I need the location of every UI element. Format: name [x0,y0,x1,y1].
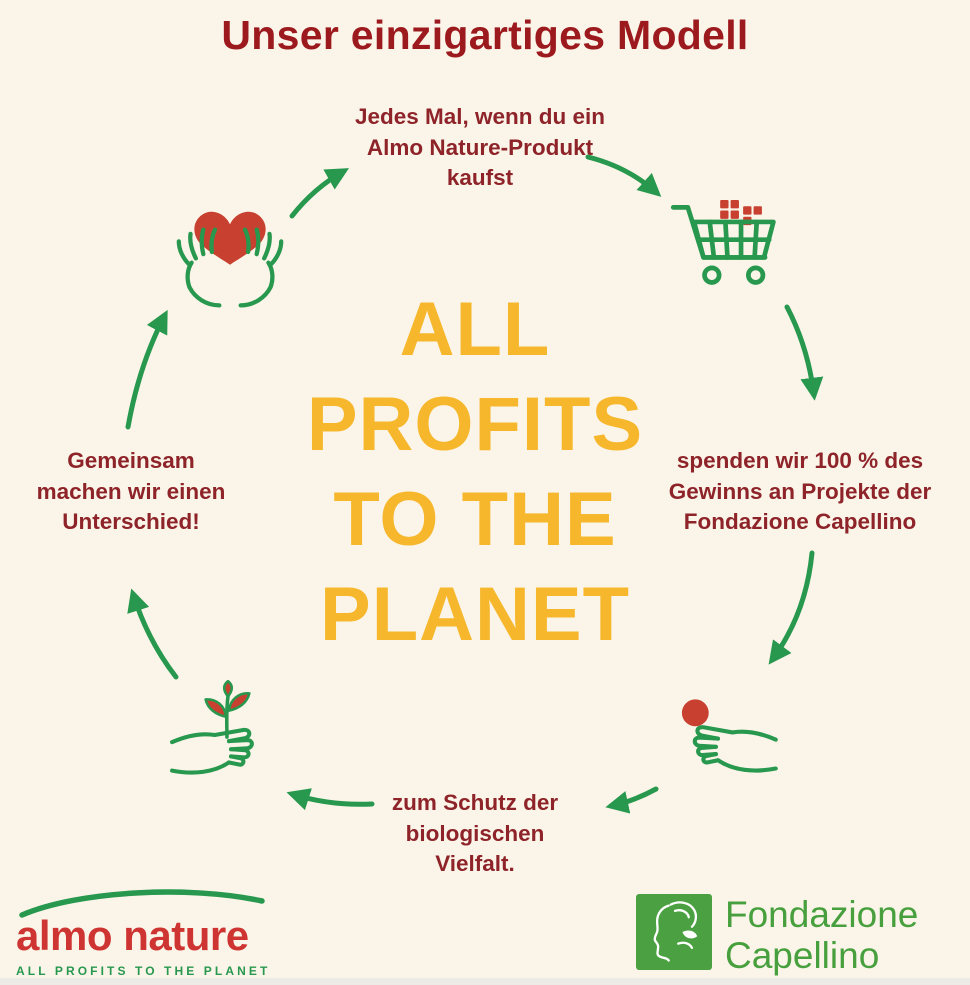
hand-with-sprout-icon [170,680,254,775]
sprout [204,680,251,739]
cart-body [670,205,776,285]
almo-tagline-text: ALL PROFITS TO THE PLANET [16,964,271,978]
fondazione-line2: Capellino [725,935,880,976]
fondazione-text: Fondazione Capellino [725,894,918,976]
coin [681,699,709,727]
step-text-buy-product: Jedes Mal, wenn du ein Almo Nature-Produ… [354,104,606,191]
shopping-cart-icon [670,200,776,285]
almo-brand-text: almo nature [16,912,249,959]
step-text-donate-profits: spenden wir 100 % des Gewinns an Projekt… [668,448,932,535]
slogan-line-4: PLANET [320,572,630,657]
arrow-cart-to-right-text [784,304,824,401]
step-text-make-difference: Gemeinsam machen wir einen Unterschied! [36,448,226,535]
hand-with-coin-icon [681,699,778,773]
fondazione-leaf-profile-icon [636,894,712,970]
arrow-left-text-to-hands [125,309,168,430]
almo-nature-logo: almo nature ALL PROFITS TO THE PLANET [16,888,276,978]
page-title: Unser einzigartiges Modell [221,12,749,58]
slogan-line-3: TO THE [333,477,617,562]
open-hand [692,725,778,773]
slogan-line-2: PROFITS [306,382,644,467]
heart-shape [194,211,266,265]
hands-holding-heart-icon [176,211,284,308]
step-text-protect-biodiversity: zum Schutz der biologischen Vielfalt. [391,790,559,877]
arrow-right-text-to-coin [768,550,815,665]
almo-swoosh-icon [19,889,265,918]
arrow-coin-to-bottom-text [605,786,659,814]
bottom-edge [0,978,970,985]
slogan-line-1: ALL [399,287,551,372]
arrow-sprout-to-left-text [127,588,179,680]
cupped-hands [176,227,284,308]
open-hand [170,727,254,775]
cart-items [720,200,762,226]
center-slogan: ALL PROFITS TO THE PLANET [275,282,675,662]
fondazione-line1: Fondazione [725,894,919,935]
fondazione-capellino-logo: Fondazione Capellino [636,894,918,976]
